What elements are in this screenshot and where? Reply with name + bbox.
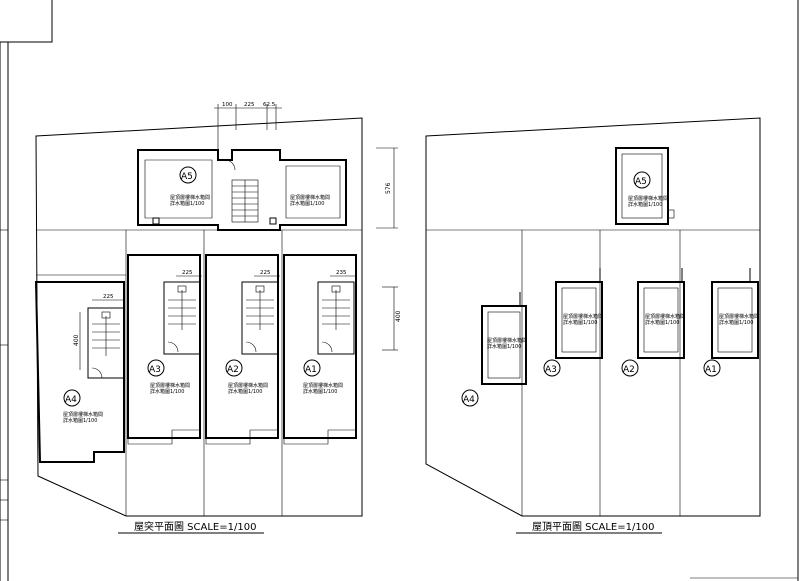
top-dim-1: 100 — [222, 102, 233, 108]
site-outline — [35, 117, 363, 517]
unit-a3-roof: 屋頂層樓梯水箱間 詳水箱圖1/100 A3 — [543, 268, 603, 377]
svg-text:屋突平面圖 SCALE=1/100: 屋突平面圖 SCALE=1/100 — [134, 520, 256, 533]
plan-title-right: 屋頂平面圖 SCALE=1/100 — [516, 521, 662, 534]
unit-note-a1-line1: 屋頂層樓梯水箱間 — [303, 382, 343, 389]
unit-a4-roof: 屋頂層樓梯水箱間 詳水箱圖1/100 A4 — [461, 292, 527, 407]
roof-label-a1: A1 — [705, 365, 717, 375]
unit-a5-projection: A5 屋頂層樓梯水箱間 詳水箱圖1/100 屋頂層樓梯水箱間 詳水箱圖1/100 — [137, 149, 347, 231]
roof-note-a4-line1: 屋頂層樓梯水箱間 — [487, 337, 527, 344]
unit-note-a3-line2: 詳水箱圖1/100 — [150, 388, 184, 395]
unit-a1-projection: 235 A1 屋頂層樓梯水箱間 詳水箱圖1/100 — [283, 254, 357, 445]
stair-dim-a4: 225 — [103, 294, 114, 300]
stair-dim-a2: 225 — [260, 270, 271, 276]
roof-label-a5: A5 — [635, 177, 647, 187]
roof-label-a3: A3 — [545, 365, 557, 375]
unit-a1-roof: 屋頂層樓梯水箱間 詳水箱圖1/100 A1 — [703, 268, 759, 377]
unit-a4-projection: 225 400 A4 屋頂層樓梯水箱間 詳水箱圖1/100 — [34, 281, 125, 463]
roof-plan: A5 屋頂層樓梯水箱間 詳水箱圖1/100 屋頂層樓梯水箱間 詳水箱圖1/100… — [425, 117, 761, 534]
side-dim-400: 400 — [395, 310, 402, 322]
unit-note-a5-line2: 詳水箱圖1/100 — [170, 200, 204, 207]
roof-note-a4-line2: 詳水箱圖1/100 — [487, 343, 521, 350]
unit-a2-roof: 屋頂層樓梯水箱間 詳水箱圖1/100 A2 — [621, 268, 685, 377]
top-dimension-chain: 100 225 62.5 — [214, 102, 282, 150]
unit-note-a2-line2: 詳水箱圖1/100 — [228, 388, 262, 395]
unit-a3-projection: 225 A3 屋頂層樓梯水箱間 詳水箱圖1/100 — [127, 254, 202, 445]
unit-label-a3: A3 — [149, 365, 161, 375]
unit-label-a4: A4 — [65, 395, 77, 405]
unit-note-a5-line3: 屋頂層樓梯水箱間 — [290, 194, 330, 201]
unit-a5-roof: A5 屋頂層樓梯水箱間 詳水箱圖1/100 — [615, 147, 675, 225]
top-dim-2: 225 — [244, 102, 255, 108]
roof-note-a1-line1: 屋頂層樓梯水箱間 — [719, 313, 759, 320]
roof-label-a4: A4 — [463, 395, 475, 405]
roof-note-a5-line2: 詳水箱圖1/100 — [628, 201, 662, 208]
unit-note-a3-line1: 屋頂層樓梯水箱間 — [150, 382, 190, 389]
unit-note-a4-line2: 詳水箱圖1/100 — [63, 417, 97, 424]
top-dim-3: 62.5 — [263, 102, 276, 108]
unit-note-a1-line2: 詳水箱圖1/100 — [303, 388, 337, 395]
plan-title-left: 屋突平面圖 SCALE=1/100 — [118, 520, 264, 534]
unit-note-a4-line1: 屋頂層樓梯水箱間 — [63, 411, 103, 418]
roof-note-a2-line1: 屋頂層樓梯水箱間 — [645, 313, 685, 320]
stair-dim-a1: 235 — [336, 270, 347, 276]
roof-note-a1-line2: 詳水箱圖1/100 — [719, 319, 753, 326]
unit-label-a2: A2 — [227, 365, 239, 375]
side-dim-a4: 400 — [73, 334, 80, 346]
unit-label-a5: A5 — [181, 172, 193, 182]
roof-label-a2: A2 — [623, 365, 635, 375]
roof-note-a5-line1: 屋頂層樓梯水箱間 — [628, 195, 668, 202]
svg-text:屋頂平面圖 SCALE=1/100: 屋頂平面圖 SCALE=1/100 — [532, 521, 654, 533]
side-dimensions: 576 400 — [376, 147, 402, 351]
unit-note-a5-line4: 詳水箱圖1/100 — [290, 200, 324, 207]
roof-note-a2-line2: 詳水箱圖1/100 — [645, 319, 679, 326]
unit-note-a2-line1: 屋頂層樓梯水箱間 — [228, 382, 268, 389]
roof-note-a3-line1: 屋頂層樓梯水箱間 — [563, 313, 603, 320]
unit-label-a1: A1 — [305, 365, 317, 375]
unit-a2-projection: 225 A2 屋頂層樓梯水箱間 詳水箱圖1/100 — [205, 254, 280, 445]
side-dim-576: 576 — [385, 182, 392, 194]
stair-dim-a3: 225 — [182, 270, 193, 276]
unit-note-a5-line1: 屋頂層樓梯水箱間 — [170, 194, 210, 201]
roof-projection-plan: 100 225 62.5 576 400 — [34, 102, 402, 534]
roof-note-a3-line2: 詳水箱圖1/100 — [563, 319, 597, 326]
